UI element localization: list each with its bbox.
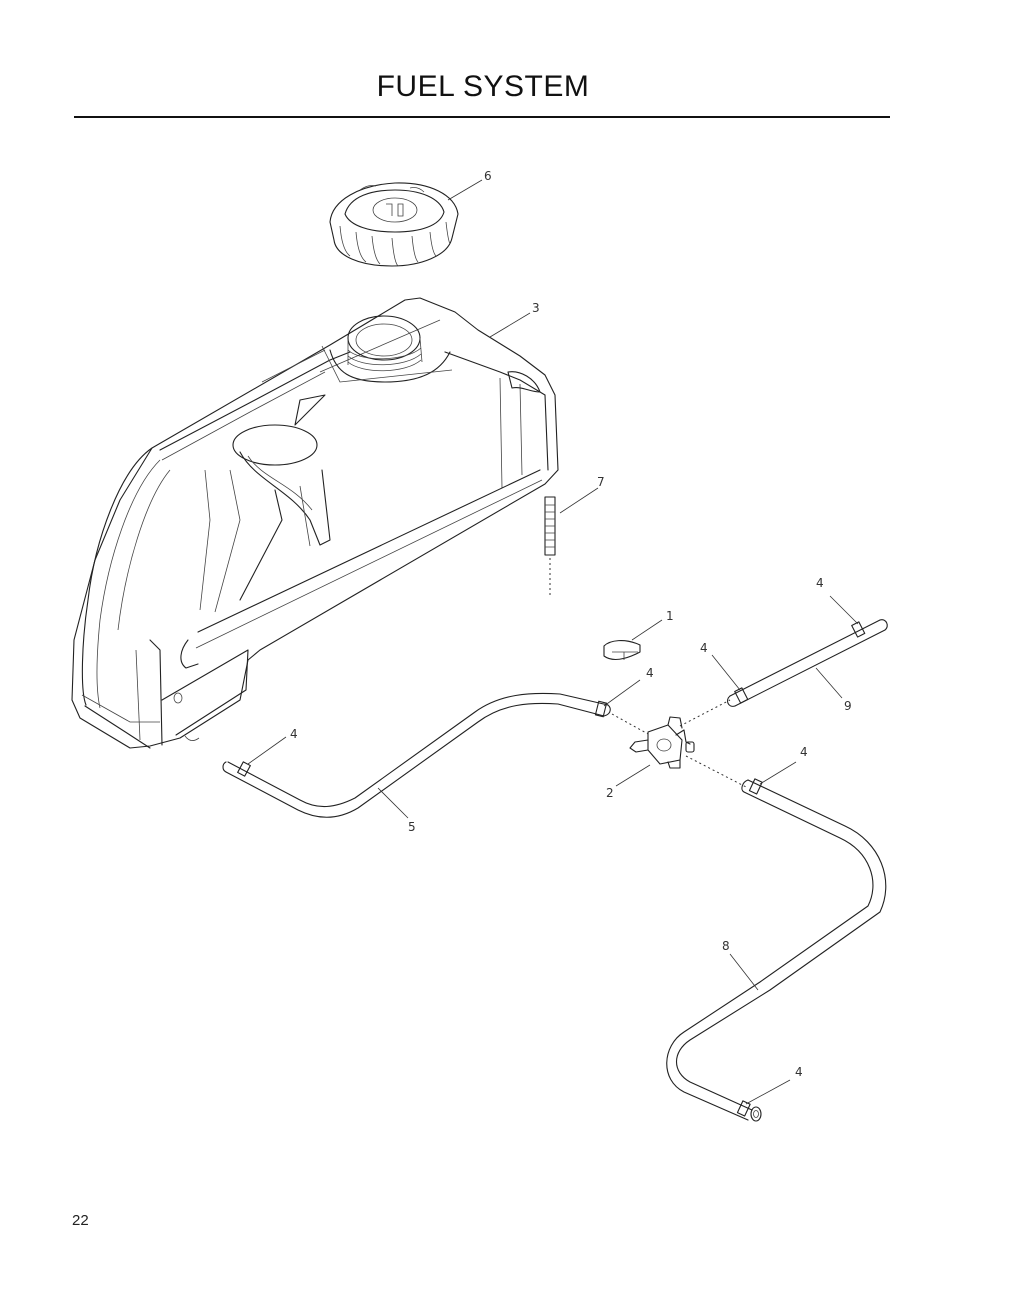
callout-7: 7 <box>597 475 605 489</box>
connection-dash <box>611 713 649 735</box>
leader-4a <box>247 736 287 765</box>
callout-4: 4 <box>800 745 808 759</box>
stud-part <box>544 496 556 598</box>
callout-9: 9 <box>844 699 852 713</box>
connection-dash <box>679 699 731 727</box>
leader-9 <box>815 667 843 699</box>
callout-4: 4 <box>290 727 298 741</box>
leader-4d <box>829 595 859 625</box>
callout-4: 4 <box>646 666 654 680</box>
leader-4b <box>603 679 641 707</box>
leader-7 <box>559 487 599 514</box>
callout-8: 8 <box>722 939 730 953</box>
leader-1 <box>631 619 663 641</box>
callout-3: 3 <box>532 301 540 315</box>
leader-4c <box>711 654 741 691</box>
title-rule <box>74 116 890 118</box>
callout-4: 4 <box>700 641 708 655</box>
hose-5-part <box>222 692 611 818</box>
page-number: 22 <box>72 1212 89 1229</box>
hose-9-part <box>726 619 888 707</box>
callout-4: 4 <box>816 576 824 590</box>
leader-6 <box>447 179 483 201</box>
leader-4f <box>745 1079 791 1105</box>
fuel-tank-part <box>71 297 559 749</box>
leader-4e <box>759 761 797 785</box>
fuel-cap-part <box>329 182 459 267</box>
leader-3 <box>489 312 531 338</box>
clip-bracket-part <box>603 640 641 661</box>
callout-2: 2 <box>606 786 614 800</box>
page-title: FUEL SYSTEM <box>376 70 590 103</box>
callout-5: 5 <box>408 820 416 834</box>
leader-2 <box>615 764 651 787</box>
fuel-valve-part <box>629 716 695 769</box>
hose-8-part <box>666 778 887 1122</box>
callout-4: 4 <box>795 1065 803 1079</box>
leader-5 <box>377 787 409 819</box>
connection-dash <box>685 755 749 789</box>
callout-1: 1 <box>666 609 674 623</box>
callout-6: 6 <box>484 169 492 183</box>
leader-8 <box>729 953 759 991</box>
